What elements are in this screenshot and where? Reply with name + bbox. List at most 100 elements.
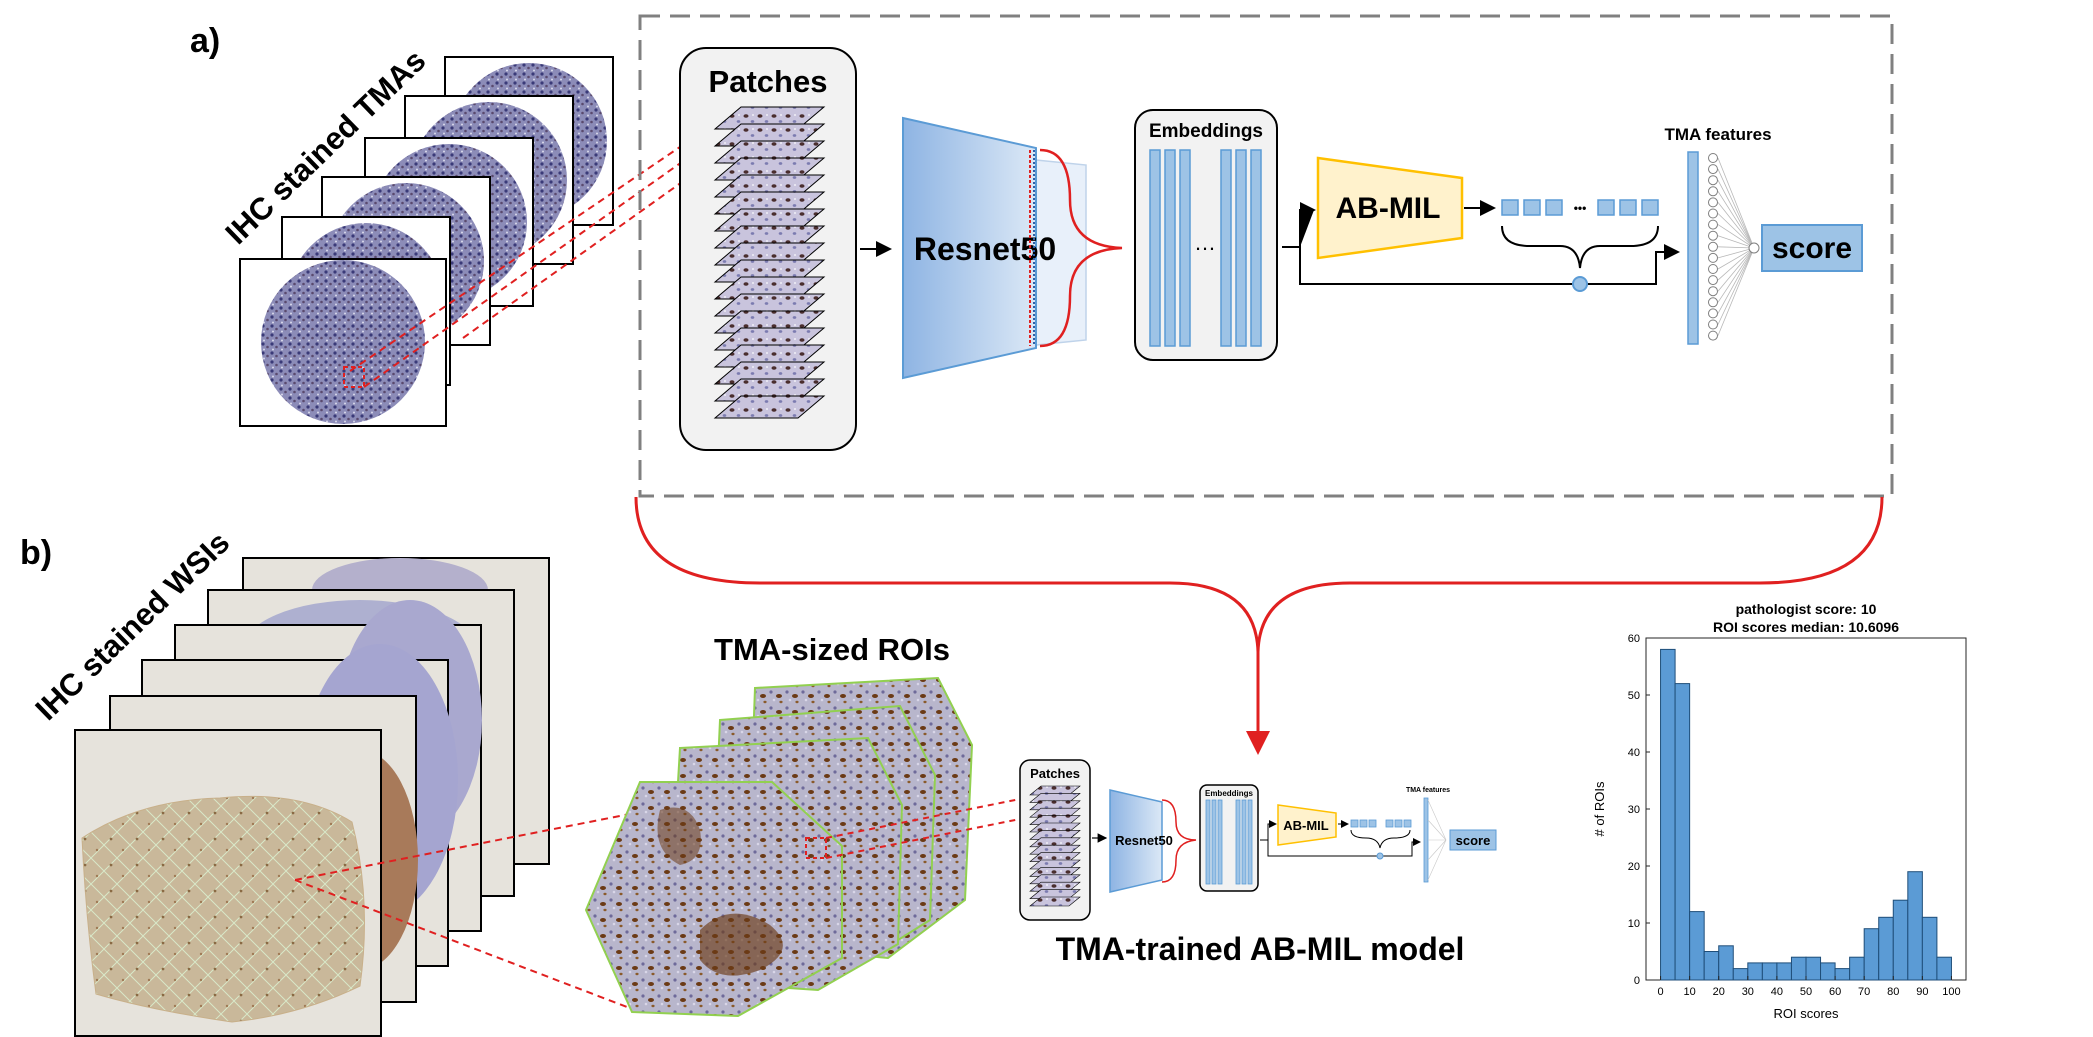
wsi-slide-front	[74, 729, 382, 1037]
score-box	[1761, 224, 1863, 272]
neuron-connection	[1717, 247, 1755, 314]
histogram-bar	[1834, 968, 1851, 981]
mini-abmil-block	[1277, 804, 1337, 846]
zoom-line	[363, 127, 731, 388]
neuron-node	[1708, 175, 1718, 186]
histogram-bar	[1878, 916, 1894, 981]
histogram-xlabel: ROI scores	[1773, 1006, 1839, 1021]
tma-stack	[239, 56, 614, 427]
roi-score-histogram: pathologist score: 10 ROI scores median:…	[1592, 601, 1967, 1021]
mini-resnet-label: Resnet50	[1115, 833, 1173, 848]
roi-patch-box	[805, 837, 827, 859]
neuron-connection	[1717, 213, 1755, 249]
features-vector	[1687, 151, 1699, 345]
embeddings-ellipsis: …	[1194, 230, 1216, 255]
x-tick-label: 20	[1713, 986, 1725, 998]
mini-attention-brace	[1350, 829, 1411, 849]
histogram-bar	[1863, 928, 1880, 981]
panel-b-label: b)	[20, 534, 52, 572]
neuron-connection	[1717, 247, 1755, 336]
mini-flow-line	[1267, 838, 1421, 857]
histogram-bar	[1674, 683, 1691, 981]
patch-stack	[713, 106, 826, 419]
histogram-ylabel: # of ROIs	[1592, 781, 1607, 836]
histogram-bar	[1732, 968, 1749, 981]
neuron-node	[1708, 153, 1718, 163]
mini-model: Patches Resnet50 Embeddings AB-MIL	[1019, 759, 1497, 921]
neuron-node	[1708, 330, 1718, 341]
mini-patch-tile	[1029, 896, 1081, 907]
neuron-connection	[1717, 224, 1755, 249]
histogram-bar	[1761, 962, 1778, 981]
histogram-bar	[1790, 956, 1807, 981]
flow-line	[1299, 202, 1316, 247]
roi-dab-stain	[700, 913, 783, 976]
attention-brace	[1501, 225, 1659, 269]
x-tick-label: 10	[1684, 986, 1696, 998]
y-tick-label: 40	[1628, 747, 1640, 759]
resnet-label: Resnet50	[914, 231, 1056, 267]
patch-tile	[713, 395, 826, 419]
zoom-line	[825, 794, 1041, 839]
feature-brace	[1039, 148, 1123, 348]
embedding-vectors	[1149, 149, 1262, 347]
y-tick-label: 60	[1628, 633, 1640, 645]
model-title: TMA-trained AB-MIL model	[1056, 931, 1465, 967]
neuron-connection	[1717, 247, 1755, 303]
neuron-node	[1708, 241, 1718, 252]
neuron-connection	[1717, 246, 1755, 249]
neuron-node	[1708, 275, 1718, 286]
zoom-line	[825, 814, 1041, 859]
histogram-bar	[1907, 871, 1923, 981]
histogram-bar	[1849, 956, 1865, 981]
x-tick-label: 30	[1742, 986, 1754, 998]
histogram-bar	[1660, 648, 1676, 981]
neuron-connection	[1717, 202, 1755, 249]
neuron-node	[1708, 208, 1718, 219]
x-tick-label: 60	[1829, 986, 1841, 998]
neuron-connection	[1717, 247, 1755, 325]
output-neuron	[1748, 242, 1760, 254]
roi-tile-front	[584, 781, 843, 1018]
histogram-subtitle: ROI scores median: 10.6096	[1713, 619, 1899, 635]
neuron-connection	[1717, 180, 1755, 249]
neuron-node	[1708, 219, 1718, 230]
x-tick-label: 90	[1916, 986, 1928, 998]
mini-abmil-label: AB-MIL	[1283, 818, 1329, 833]
attention-weights	[1501, 199, 1659, 216]
neuron-node	[1708, 319, 1718, 330]
neuron-connection	[1717, 191, 1755, 249]
transfer-connector	[634, 496, 1884, 653]
histogram-bar	[1689, 911, 1705, 981]
zoom-line	[294, 811, 641, 881]
resnet-block	[902, 116, 1037, 380]
attention-ellipsis: •••	[1574, 201, 1587, 215]
tma-slide-front	[239, 258, 447, 427]
histogram-bar	[1805, 956, 1822, 981]
mini-feature-brace	[1161, 799, 1197, 883]
neuron-connection	[1717, 247, 1755, 259]
mini-resnet-block	[1109, 789, 1163, 893]
histogram-bars	[1660, 648, 1952, 981]
histogram-bar	[1776, 962, 1792, 981]
score-label: score	[1772, 232, 1852, 265]
histogram-bar	[1921, 916, 1938, 981]
mini-score-label: score	[1456, 833, 1491, 848]
histogram-bar	[1718, 945, 1734, 981]
x-tick-label: 70	[1858, 986, 1870, 998]
roi-dab-stain	[657, 807, 701, 865]
zoom-line	[349, 112, 731, 372]
mini-features-vector	[1423, 797, 1429, 883]
y-tick-label: 30	[1628, 804, 1640, 816]
neuron-connection	[1717, 157, 1755, 249]
zoom-line	[294, 879, 641, 1013]
wsi-stack	[74, 557, 550, 1037]
neuron-node	[1708, 197, 1718, 208]
roi-stack	[584, 676, 974, 1018]
zoom-line	[462, 154, 721, 339]
rois-title: TMA-sized ROIs	[714, 632, 950, 667]
mini-patches-title: Patches	[1030, 766, 1080, 781]
neuron-connection	[1717, 247, 1755, 292]
panel-a-label: a)	[190, 22, 220, 60]
